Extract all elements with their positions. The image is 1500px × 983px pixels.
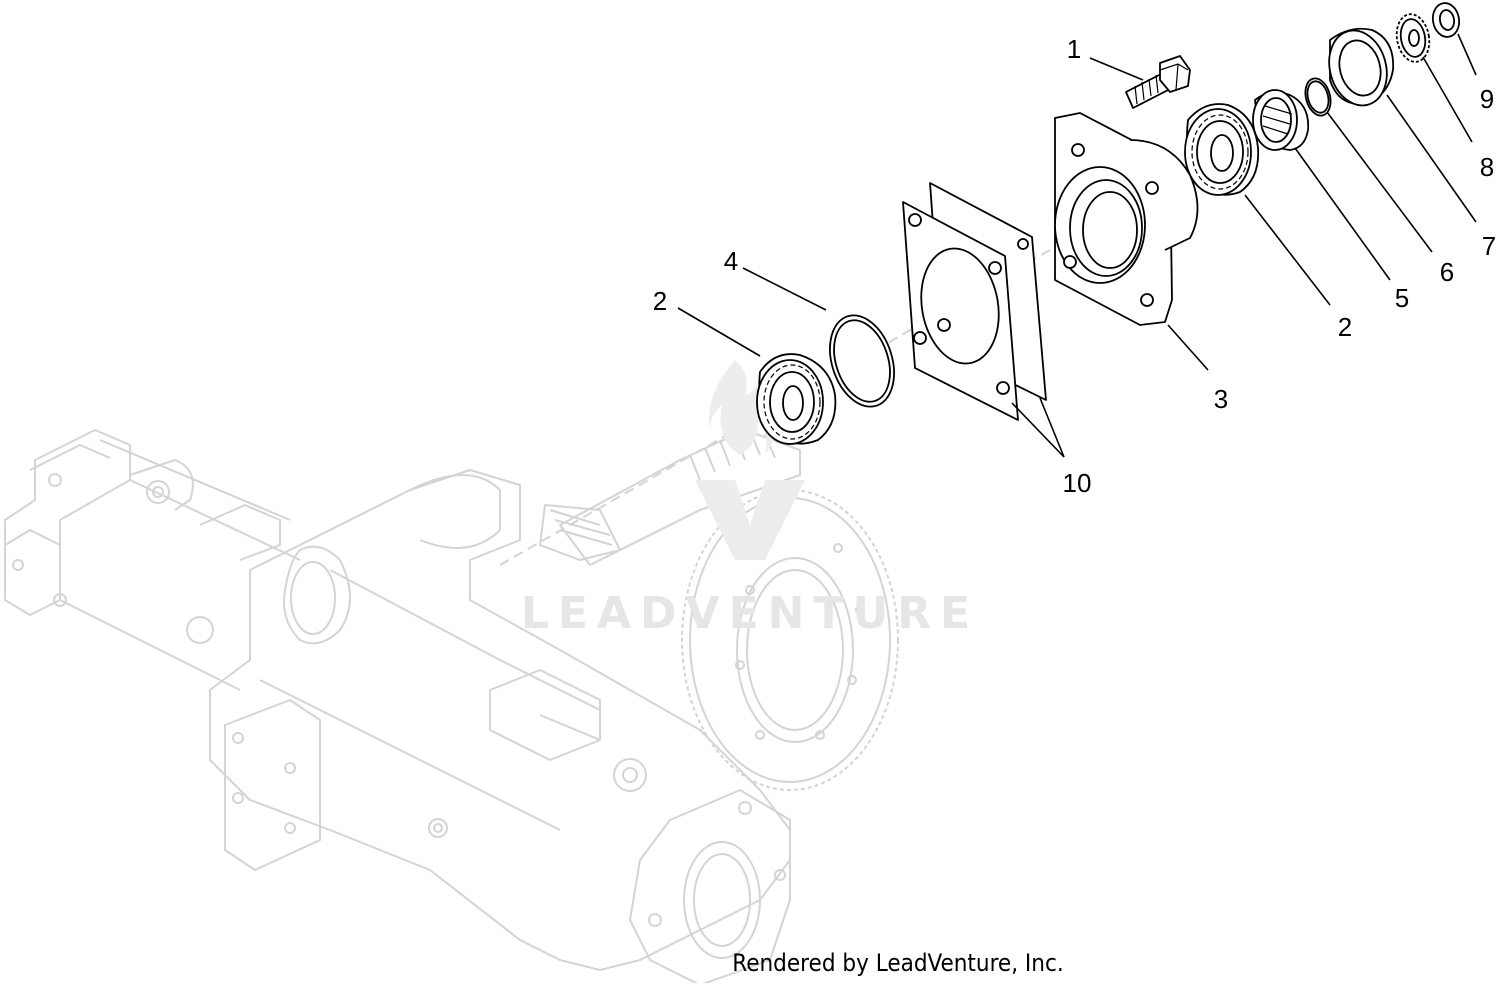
callout-5: 5 — [1395, 283, 1409, 313]
callout-4: 4 — [724, 246, 738, 276]
callout-1: 1 — [1067, 34, 1081, 64]
callout-9: 9 — [1480, 84, 1494, 114]
rendered-by-credit: Rendered by LeadVenture, Inc. — [732, 949, 1063, 977]
part-7-cap — [1328, 27, 1395, 107]
callout-2-upper: 2 — [1338, 312, 1352, 342]
part-9-nut — [1431, 2, 1461, 38]
callout-8: 8 — [1480, 152, 1494, 182]
v-logo-icon — [695, 480, 805, 560]
part-1-bolt — [1125, 55, 1191, 109]
part-3-bearing-housing — [1054, 112, 1199, 326]
part-4-o-ring — [829, 314, 895, 408]
callout-2-lower: 2 — [653, 286, 667, 316]
callout-3: 3 — [1214, 384, 1228, 414]
part-5-seal — [1252, 89, 1310, 151]
callout-7: 7 — [1482, 231, 1496, 261]
callout-6: 6 — [1440, 257, 1454, 287]
axle-housing-ghost — [4, 249, 1051, 983]
callout-labels: 1 2 4 10 3 2 5 6 7 8 9 — [653, 34, 1496, 498]
watermark-brand: LEADVENTURE — [521, 588, 979, 639]
part-2-bearing-upper — [1184, 103, 1260, 196]
callout-10: 10 — [1063, 468, 1092, 498]
leader-lines — [677, 33, 1477, 458]
part-2-bearing-lower — [756, 353, 837, 445]
part-6-snap-ring — [1304, 77, 1332, 117]
leadventure-watermark: LEADVENTURE — [521, 360, 979, 639]
part-8-lock-washer — [1395, 13, 1431, 63]
part-10-gaskets — [902, 182, 1047, 421]
